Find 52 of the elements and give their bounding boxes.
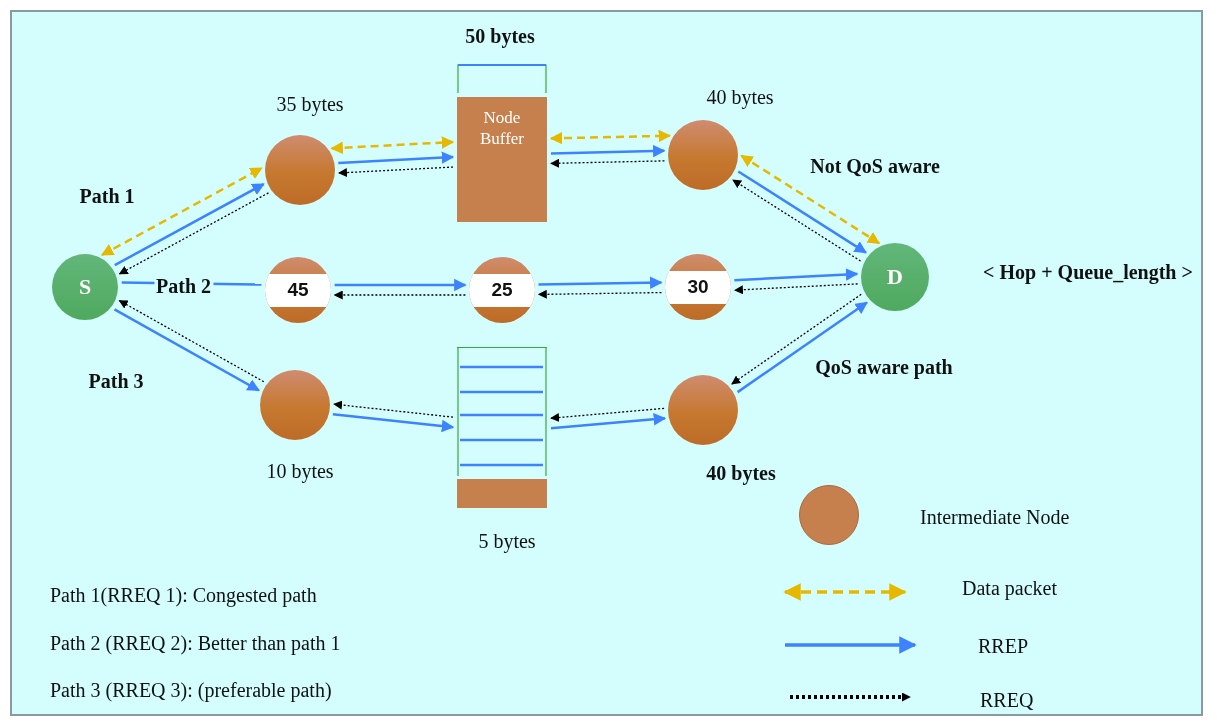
node-value: 25 (491, 279, 513, 301)
node-letter: D (887, 264, 903, 290)
path-label: Path 1 (79, 184, 135, 208)
arrow (736, 301, 868, 394)
arrow (538, 276, 663, 289)
arrow (118, 192, 270, 275)
path-label: Path 3 (88, 369, 144, 393)
node-caption: 10 bytes (266, 459, 334, 483)
note-text: Path 3 (RREQ 3): (preferable path) (50, 678, 332, 702)
arrow (337, 166, 454, 178)
arrow (737, 170, 867, 254)
node-caption: 40 bytes (706, 85, 774, 109)
arrow (740, 154, 881, 245)
arrow (549, 129, 672, 145)
arrow (550, 407, 665, 422)
node-caption: < Hop + Queue_length > (983, 260, 1193, 284)
arrow (550, 158, 666, 168)
arrow (114, 183, 265, 267)
arrow (550, 144, 666, 158)
arrow (550, 413, 667, 430)
arrow (731, 293, 862, 385)
arrow (733, 283, 859, 295)
arrow (113, 308, 260, 392)
node-value: 30 (687, 276, 709, 298)
queue-buffer-drawing (457, 347, 547, 508)
legend-text: Data packet (962, 576, 1057, 600)
arrow (333, 400, 454, 418)
arrow (333, 290, 467, 300)
arrow (338, 151, 455, 165)
node-value: 45 (287, 279, 309, 301)
legend-text: RREQ (980, 688, 1034, 712)
arrow (734, 268, 859, 282)
node-caption: 50 bytes (465, 24, 535, 48)
node-buffer-box (457, 97, 547, 222)
node-caption: 35 bytes (276, 92, 344, 116)
arrow (118, 299, 265, 383)
node-letter: S (78, 274, 92, 300)
arrow (732, 179, 862, 262)
node-caption: 5 bytes (478, 529, 536, 553)
arrow (330, 136, 455, 154)
buffer-label: Node Buffer (478, 107, 526, 150)
note-text: Path 1(RREQ 1): Congested path (50, 583, 317, 607)
arrow (332, 412, 455, 433)
node-caption: 40 bytes (706, 461, 776, 485)
legend-text: Intermediate Node (920, 505, 1070, 529)
arrow (537, 289, 663, 299)
annotation-text: QoS aware path (815, 355, 953, 379)
note-text: Path 2 (RREQ 2): Better than path 1 (50, 631, 341, 655)
arrow (100, 166, 263, 257)
annotation-text: Not QoS aware (810, 154, 940, 178)
legend-text: RREP (978, 634, 1029, 658)
arrow (334, 278, 467, 292)
